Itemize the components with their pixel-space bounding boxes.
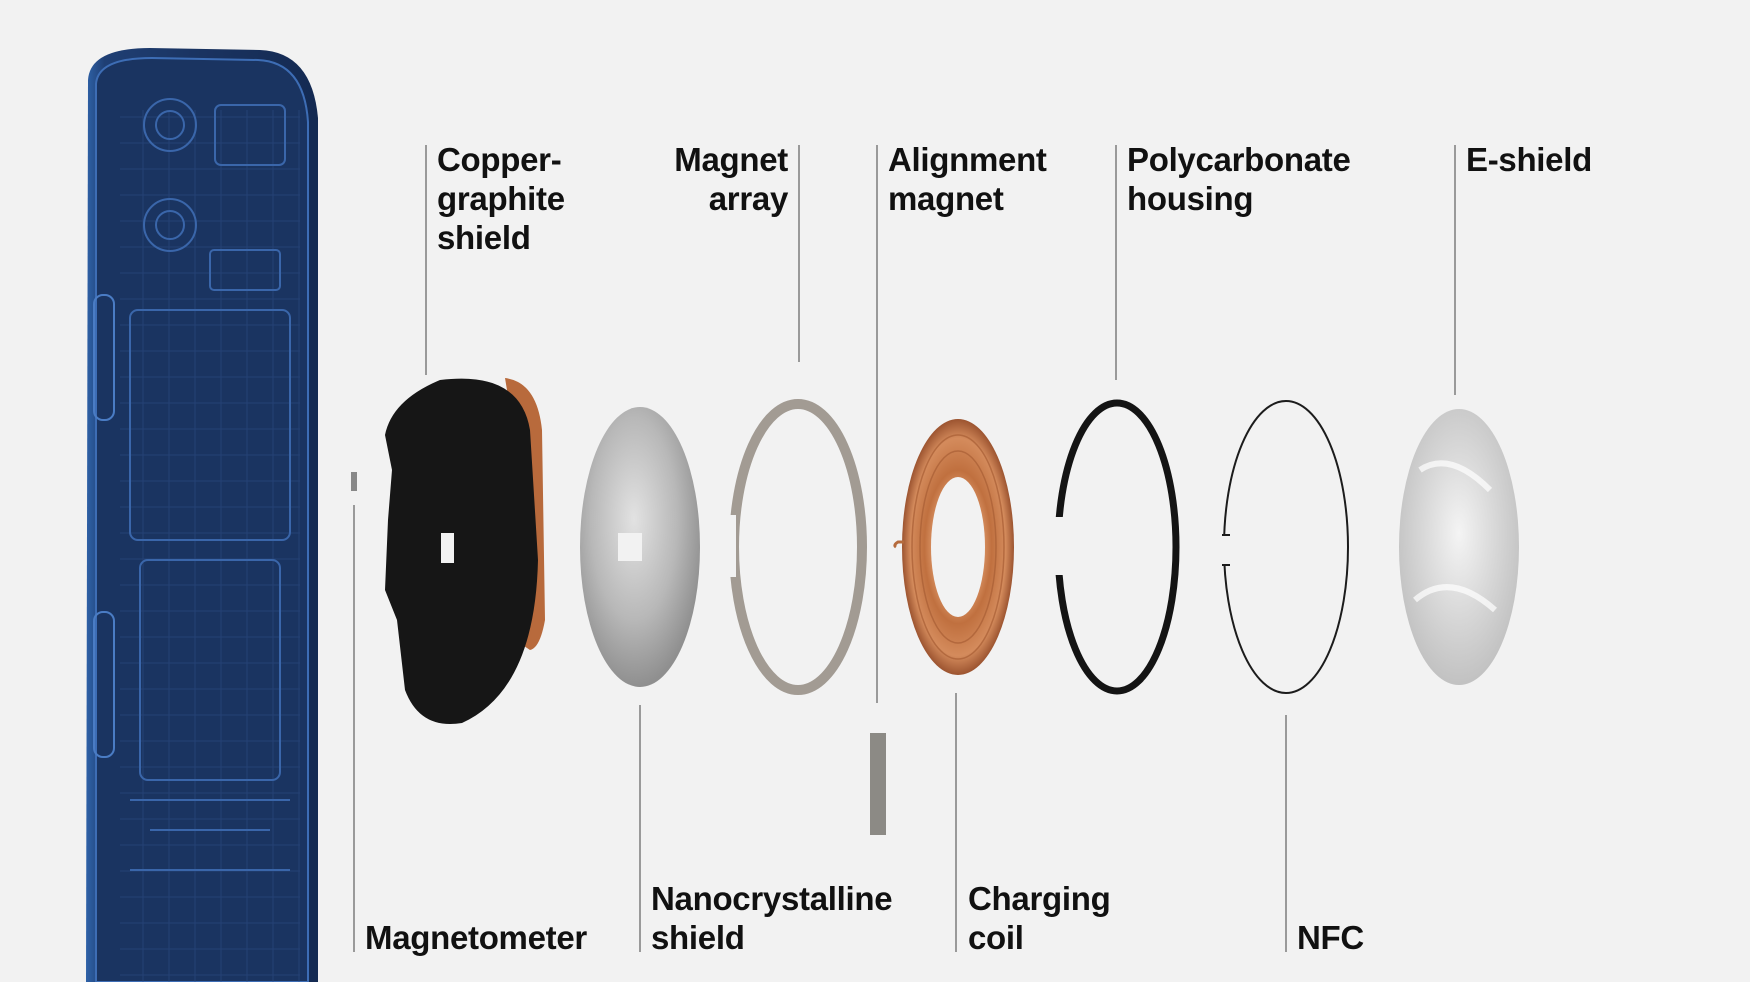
- copper-graphite-shield-part: [385, 378, 545, 725]
- nfc-part: [1218, 400, 1349, 694]
- label-copper-graphite-shield: Copper- graphite shield: [437, 141, 565, 256]
- magnetometer-part: [351, 472, 357, 491]
- alignment-magnet-part: [870, 733, 886, 835]
- label-nfc: NFC: [1297, 919, 1364, 956]
- side-button: [93, 611, 115, 758]
- label-magnet-array: Magnet array: [674, 141, 788, 217]
- magnet-array-part: [722, 399, 867, 695]
- polycarbonate-housing-part: [1050, 399, 1180, 695]
- charging-coil-part: [893, 419, 1014, 675]
- label-nanocrystalline-shield: Nanocrystalline shield: [651, 880, 893, 956]
- volume-button: [93, 294, 115, 421]
- e-shield-part: [1399, 409, 1519, 685]
- iphone-body: [86, 48, 318, 982]
- leader-lines: [353, 145, 1456, 952]
- label-charging-coil: Charging coil: [968, 880, 1111, 956]
- label-alignment-magnet: Alignment magnet: [888, 141, 1047, 217]
- label-e-shield: E-shield: [1466, 141, 1592, 178]
- label-polycarbonate-housing: Polycarbonate housing: [1127, 141, 1351, 217]
- nanocrystalline-shield-part: [580, 407, 700, 687]
- phone-internals: [129, 98, 291, 871]
- label-magnetometer: Magnetometer: [365, 919, 587, 956]
